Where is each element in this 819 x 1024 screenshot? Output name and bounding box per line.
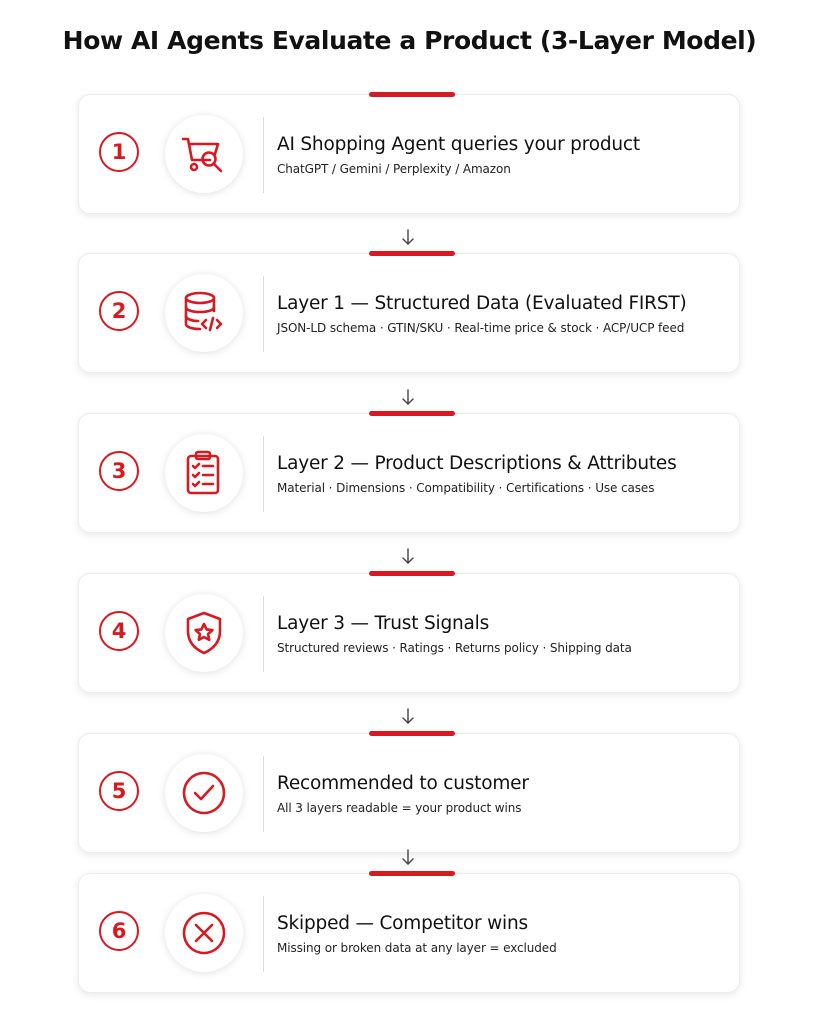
step-number: 6	[99, 911, 139, 951]
page-title: How AI Agents Evaluate a Product (3-Laye…	[62, 26, 757, 55]
accent-bar	[369, 251, 455, 256]
accent-bar	[369, 731, 455, 736]
step-heading: AI Shopping Agent queries your product	[277, 134, 640, 155]
icon-circle	[165, 115, 243, 193]
step-detail: Material · Dimensions · Compatibility · …	[277, 481, 655, 495]
divider	[263, 436, 264, 512]
step-detail: ChatGPT / Gemini / Perplexity / Amazon	[277, 162, 511, 176]
divider	[263, 276, 264, 352]
step-heading: Skipped — Competitor wins	[277, 913, 528, 934]
step-detail: JSON-LD schema · GTIN/SKU · Real-time pr…	[277, 321, 685, 335]
step-number: 3	[99, 451, 139, 491]
down-arrow-icon	[402, 849, 414, 865]
divider	[263, 596, 264, 672]
step-card-2: 2 Layer 1 — Structured Data (Evaluated F…	[78, 251, 740, 373]
step-detail: Missing or broken data at any layer = ex…	[277, 941, 557, 955]
down-arrow-icon	[402, 389, 414, 405]
step-card-5: 5 Recommended to customer All 3 layers r…	[78, 731, 740, 853]
down-arrow-icon	[402, 708, 414, 724]
shopping-cart-search-icon	[181, 137, 223, 173]
step-number: 2	[99, 291, 139, 331]
divider	[263, 896, 264, 972]
step-heading: Recommended to customer	[277, 773, 529, 794]
step-heading: Layer 1 — Structured Data (Evaluated FIR…	[277, 293, 687, 314]
step-card-6: 6 Skipped — Competitor wins Missing or b…	[78, 871, 740, 993]
step-heading: Layer 3 — Trust Signals	[277, 613, 490, 634]
step-card-4: 4 Layer 3 — Trust Signals Structured rev…	[78, 571, 740, 693]
step-card-3: 3 Layer 2 — Product Descriptions & Attri…	[78, 411, 740, 533]
database-code-icon	[184, 291, 223, 332]
divider	[263, 117, 264, 193]
icon-circle	[165, 274, 243, 352]
divider	[263, 756, 264, 832]
accent-bar	[369, 571, 455, 576]
accent-bar	[369, 871, 455, 876]
check-circle-icon	[182, 771, 226, 815]
accent-bar	[369, 92, 455, 97]
step-detail: All 3 layers readable = your product win…	[277, 801, 522, 815]
icon-circle	[165, 894, 243, 972]
down-arrow-icon	[402, 548, 414, 564]
x-circle-icon	[182, 911, 226, 955]
step-number: 5	[99, 771, 139, 811]
clipboard-checklist-icon	[186, 450, 220, 495]
step-number: 4	[99, 611, 139, 651]
accent-bar	[369, 411, 455, 416]
icon-circle	[165, 434, 243, 512]
shield-star-icon	[186, 611, 222, 655]
step-heading: Layer 2 — Product Descriptions & Attribu…	[277, 453, 677, 474]
down-arrow-icon	[402, 229, 414, 245]
icon-circle	[165, 594, 243, 672]
icon-circle	[165, 754, 243, 832]
step-number: 1	[99, 132, 139, 172]
step-detail: Structured reviews · Ratings · Returns p…	[277, 641, 632, 655]
step-card-1: 1 AI Shopping Agent queries your product…	[78, 92, 740, 214]
